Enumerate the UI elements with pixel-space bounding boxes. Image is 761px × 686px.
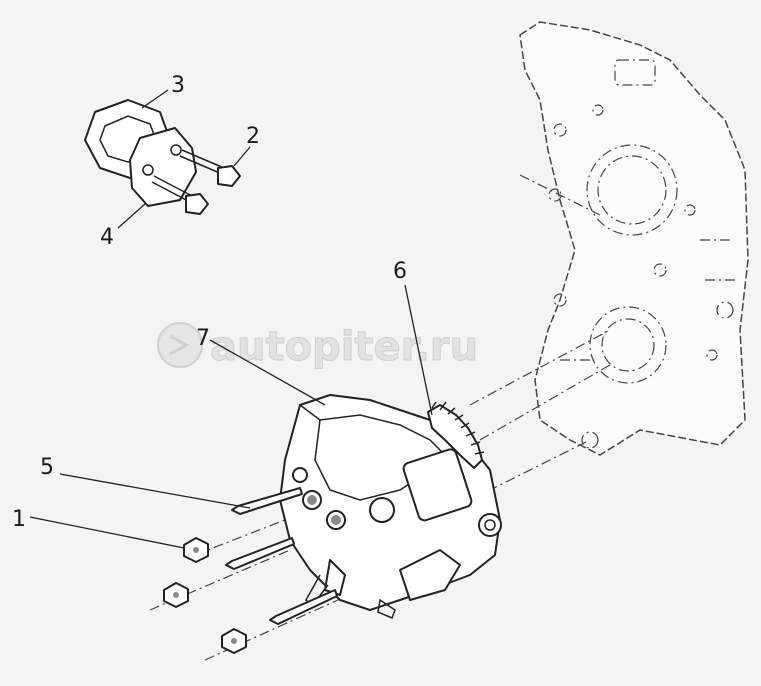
leader-lines — [29, 89, 433, 549]
stud-part-5-c — [269, 589, 338, 625]
callouts: 1 2 3 4 5 6 7 — [12, 73, 407, 532]
nut-part-1-b — [163, 582, 189, 608]
callout-7: 7 — [196, 326, 210, 351]
callout-3: 3 — [171, 73, 185, 98]
callout-6: 6 — [393, 259, 407, 284]
callout-4: 4 — [100, 225, 114, 250]
watermark-text: autopiter.ru — [210, 324, 478, 370]
drive-gear-part-6 — [427, 401, 485, 469]
fuel-pump-part-7 — [279, 394, 502, 619]
nut-part-1-c — [221, 628, 247, 654]
nut-part-1-a — [183, 537, 209, 563]
gear-housing — [519, 21, 749, 456]
stud-part-5-b — [225, 537, 295, 570]
a-arrow-logo-icon — [157, 322, 203, 368]
callout-2: 2 — [246, 124, 260, 149]
callout-1: 1 — [12, 507, 26, 532]
bolt-part-2-upper — [179, 149, 241, 187]
callout-5: 5 — [40, 455, 54, 480]
bolt-part-2-lower — [151, 175, 209, 215]
cover-plate-part-4 — [129, 127, 197, 207]
watermark: autopiter.ru — [157, 322, 479, 371]
